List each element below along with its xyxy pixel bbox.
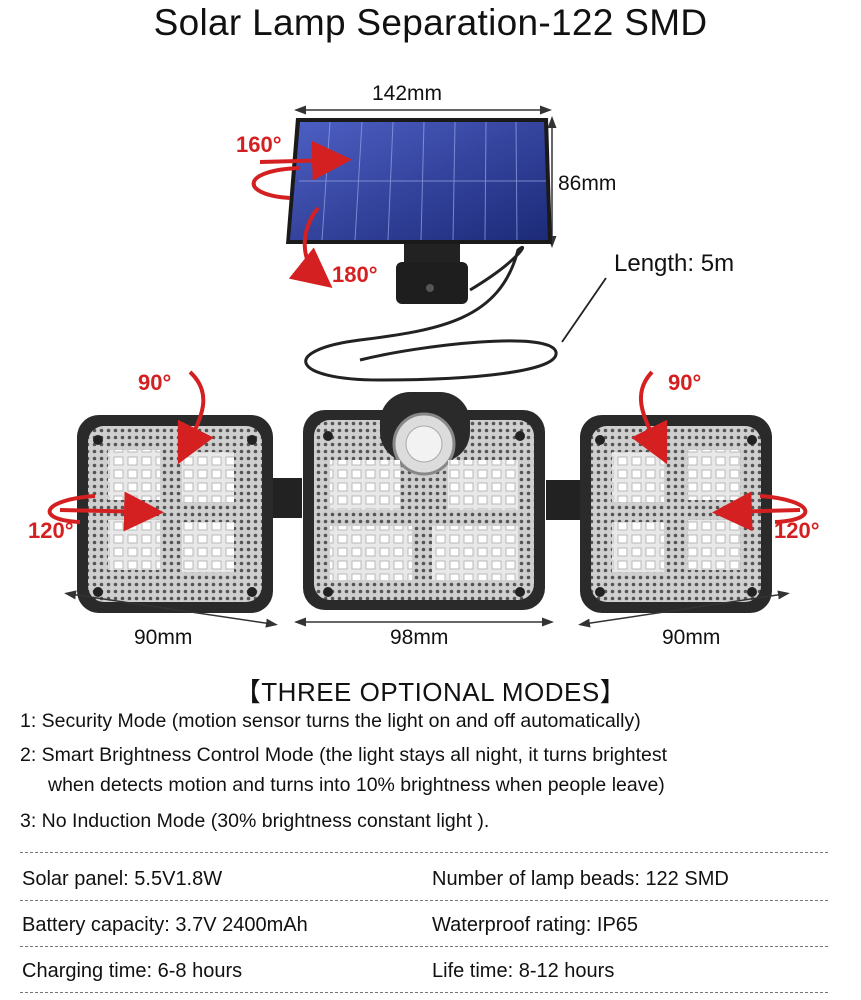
cable [304, 245, 558, 382]
left-rotate-arc [47, 494, 96, 524]
mode-item-2: 2: Smart Brightness Control Mode (the li… [20, 740, 667, 800]
spec-charging-time: Charging time: 6-8 hours [22, 960, 243, 982]
page-title: Solar Lamp Separation-122 SMD [153, 2, 708, 43]
mode-item-1: 1: Security Mode (motion sensor turns th… [20, 706, 641, 736]
divider [20, 852, 828, 853]
right-rotate-arc [759, 494, 808, 524]
mode-3-text: 3: No Induction Mode (30% brightness con… [20, 810, 490, 832]
cable-pointer [561, 277, 607, 343]
divider [20, 900, 828, 901]
spec-solar-panel: Solar panel: 5.5V1.8W [22, 868, 223, 890]
panel-rotation-h-label: 160° [236, 132, 282, 157]
panel-rotation-v-label: 180° [332, 262, 378, 287]
right-tilt-label: 90° [668, 370, 702, 395]
left-width-arrow [64, 590, 278, 628]
spec-battery: Battery capacity: 3.7V 2400mAh [22, 914, 308, 936]
right-rotate-label: 120° [774, 518, 820, 543]
panel-height-label: 86mm [558, 172, 617, 195]
right-width-label: 90mm [662, 626, 721, 649]
right-tilt-arrow [631, 370, 668, 465]
modes-title: 【THREE OPTIONAL MODES】 [234, 677, 627, 707]
right-width-arrow [578, 590, 790, 628]
spec-waterproof: Waterproof rating: IP65 [432, 914, 639, 936]
left-tilt-arrow [177, 370, 214, 465]
cable-length-label: Length: 5m [614, 250, 735, 277]
center-width-label: 98mm [390, 626, 449, 649]
mode-item-3: 3: No Induction Mode (30% brightness con… [20, 806, 489, 836]
product-illustration [47, 105, 808, 628]
right-lamp-head [546, 415, 772, 613]
left-width-label: 90mm [134, 626, 193, 649]
panel-mount [396, 244, 468, 304]
mode-2-text: 2: Smart Brightness Control Mode (the li… [20, 744, 668, 766]
spec-lamp-beads: Number of lamp beads: 122 SMD [432, 868, 729, 890]
solar-panel [286, 118, 552, 244]
divider [20, 946, 828, 947]
divider [20, 992, 828, 993]
panel-tilt-arc [288, 206, 333, 289]
center-lamp-head [303, 392, 545, 610]
left-tilt-label: 90° [138, 370, 172, 395]
mode-1-text: 1: Security Mode (motion sensor turns th… [20, 710, 641, 732]
spec-life-time: Life time: 8-12 hours [432, 960, 615, 982]
panel-rotate-arc [251, 166, 301, 200]
panel-width-label: 142mm [372, 82, 443, 105]
mode-2-text-cont: when detects motion and turns into 10% b… [48, 774, 665, 796]
left-lamp-head [77, 415, 302, 613]
left-rotate-label: 120° [28, 518, 74, 543]
